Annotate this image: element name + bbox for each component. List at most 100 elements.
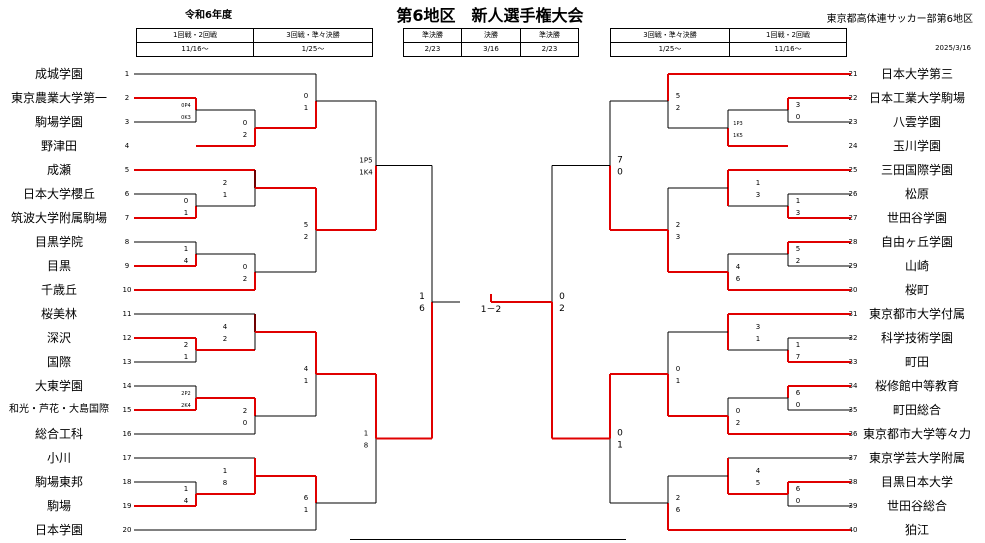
score-label: 6 [796,485,801,493]
score-label: 1 [184,245,188,253]
score-label: 1K4 [359,169,373,177]
score-label: 1K5 [733,133,743,139]
team-name: 目黒学院 [34,235,83,249]
score-label: 0 [243,263,247,271]
team-name: 小川 [46,451,71,465]
print-date: 2025/3/16 [935,44,971,52]
score-label: 3 [756,191,760,199]
score-label: 1 [756,179,760,187]
team-name: 三田国際学園 [880,163,953,177]
score-label: 3 [796,101,800,109]
team-name: 東京学芸大学附属 [868,451,965,465]
score-label: 1 [676,377,680,385]
score-label: 4 [223,323,228,331]
seed-number: 23 [848,118,858,126]
seed-number: 8 [124,238,130,246]
score-label: 8 [364,442,368,450]
seed-number: 16 [122,430,132,438]
score-label: 2 [676,221,680,229]
team-name: 成瀬 [46,163,71,177]
seed-number: 40 [848,526,858,534]
score-label: 5 [796,245,800,253]
score-label: 0P4 [181,103,190,109]
score-label: 1 [364,430,368,438]
score-label: 0 [796,497,800,505]
score-label: 1 [184,353,188,361]
score-label: 1 [796,341,800,349]
score-label: 1 [304,377,308,385]
score-label: 0 [736,407,740,415]
score-label: 1 [617,441,623,451]
score-label: 0K3 [181,115,191,121]
seed-number: 1 [124,70,130,78]
score-label: 1 [756,335,760,343]
score-label: 5 [304,221,308,229]
score-label: 0 [304,92,308,100]
seed-number: 11 [122,310,132,318]
team-name: 八雲学園 [892,115,941,129]
team-name: 日本学園 [34,523,83,537]
team-name: 筑波大学附属駒場 [10,211,107,225]
score-label: 4 [184,257,189,265]
score-label: 1 [419,292,425,302]
score-label: 4 [756,467,761,475]
seed-number: 7 [124,214,130,222]
seed-number: 35 [848,406,858,414]
seed-number: 14 [122,382,132,390]
team-name: 自由ヶ丘学園 [880,235,953,249]
seed-number: 24 [848,142,858,150]
score-label: 4 [184,497,189,505]
seed-number: 9 [124,262,130,270]
team-name: 成城学園 [34,67,83,81]
seed-number: 18 [122,478,132,486]
score-label: 0 [796,401,800,409]
team-name: 世田谷学園 [886,211,947,225]
schedule-date: 2/23 [520,42,579,57]
team-name: 日本大学第三 [880,67,953,81]
seed-number: 22 [848,94,858,102]
seed-number: 34 [848,382,858,390]
team-name: 日本大学櫻丘 [22,187,95,201]
score-label: 4 [304,365,309,373]
score-label: 0 [796,113,800,121]
score-label: 1 [223,467,227,475]
seed-number: 20 [122,526,132,534]
score-label: 2P2 [181,391,190,397]
score-label: 1P3 [733,121,742,127]
score-label: 1 [796,197,800,205]
seed-number: 27 [848,214,858,222]
score-label: 2 [676,104,680,112]
team-name: 東京都市大学等々力 [862,427,971,441]
schedule-date: 11/16〜 [729,42,847,57]
seed-number: 37 [848,454,858,462]
team-name: 国際 [46,355,71,369]
score-label: 5 [756,479,760,487]
team-name: 世田谷総合 [886,499,947,513]
score-label: 0 [676,365,680,373]
team-name: 日本工業大学駒場 [868,91,965,105]
seed-number: 10 [122,286,132,294]
team-name: 山崎 [904,259,929,273]
seed-number: 31 [848,310,858,318]
score-label: 2 [559,304,565,314]
score-label: 2 [736,419,740,427]
score-label: 0 [184,197,188,205]
score-label: 2 [223,335,227,343]
seed-number: 4 [124,142,130,150]
schedule-date: 1/25〜 [253,42,373,57]
schedule-center: 準決勝 決勝 準決勝 2/23 3/16 2/23 [403,28,579,57]
team-name: 駒場東邦 [34,475,83,489]
team-name: 東京都市大学付属 [868,307,965,321]
score-label: 6 [736,275,741,283]
team-name: 野津田 [40,139,77,153]
score-label: 1P5 [359,157,372,165]
seed-number: 32 [848,334,858,342]
seed-number: 28 [848,238,858,246]
final-score: 1－2 [481,305,501,315]
team-name: 桜町 [904,283,929,297]
score-label: 6 [304,494,309,502]
score-label: 0 [617,429,623,439]
team-name: 東京農業大学第一 [10,91,107,105]
score-label: 0 [243,419,247,427]
